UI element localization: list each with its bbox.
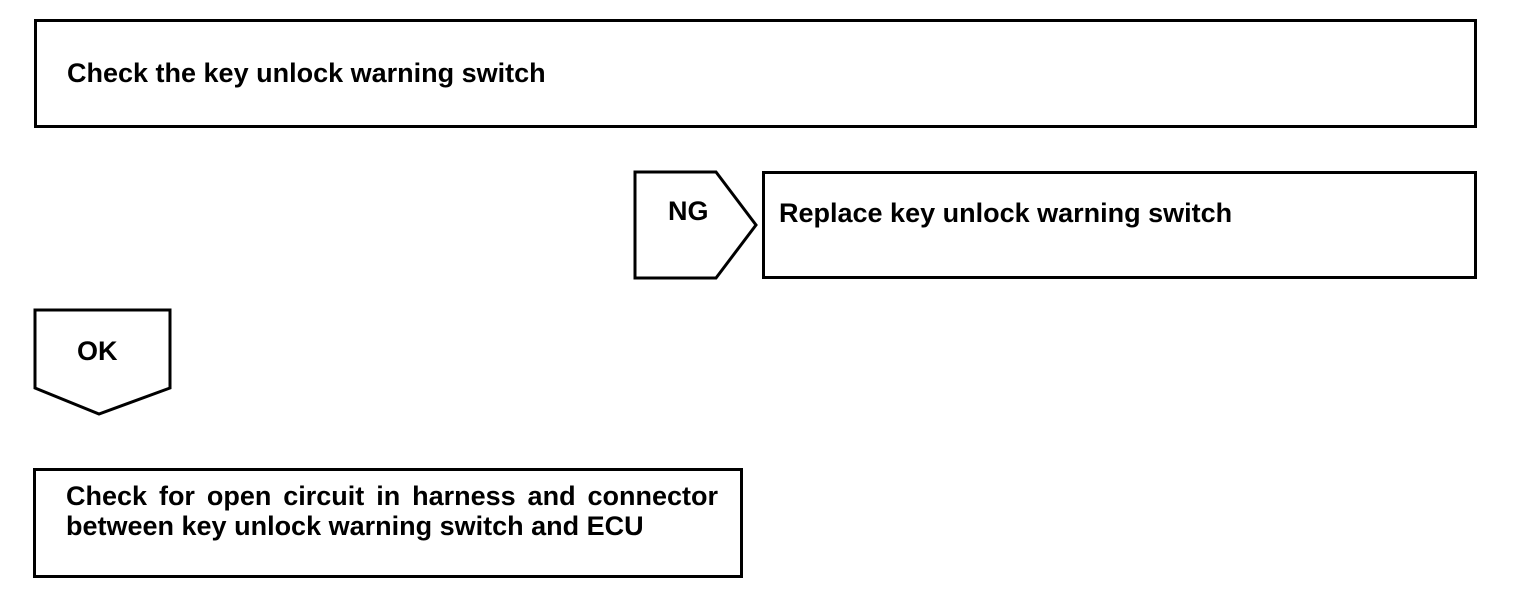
ng-branch-label: NG: [668, 196, 709, 226]
result-replace-switch-text: Replace key unlock warning switch: [779, 198, 1233, 228]
step-check-switch-text: Check the key unlock warning switch: [67, 58, 546, 88]
ok-branch-label: OK: [77, 336, 118, 366]
step-check-circuit-box: Check for open circuit in harness and co…: [33, 468, 743, 578]
result-replace-switch-box: Replace key unlock warning switch: [762, 171, 1477, 279]
step-check-switch-box: Check the key unlock warning switch: [34, 19, 1477, 128]
step-check-circuit-text: Check for open circuit in harness and co…: [66, 481, 718, 541]
